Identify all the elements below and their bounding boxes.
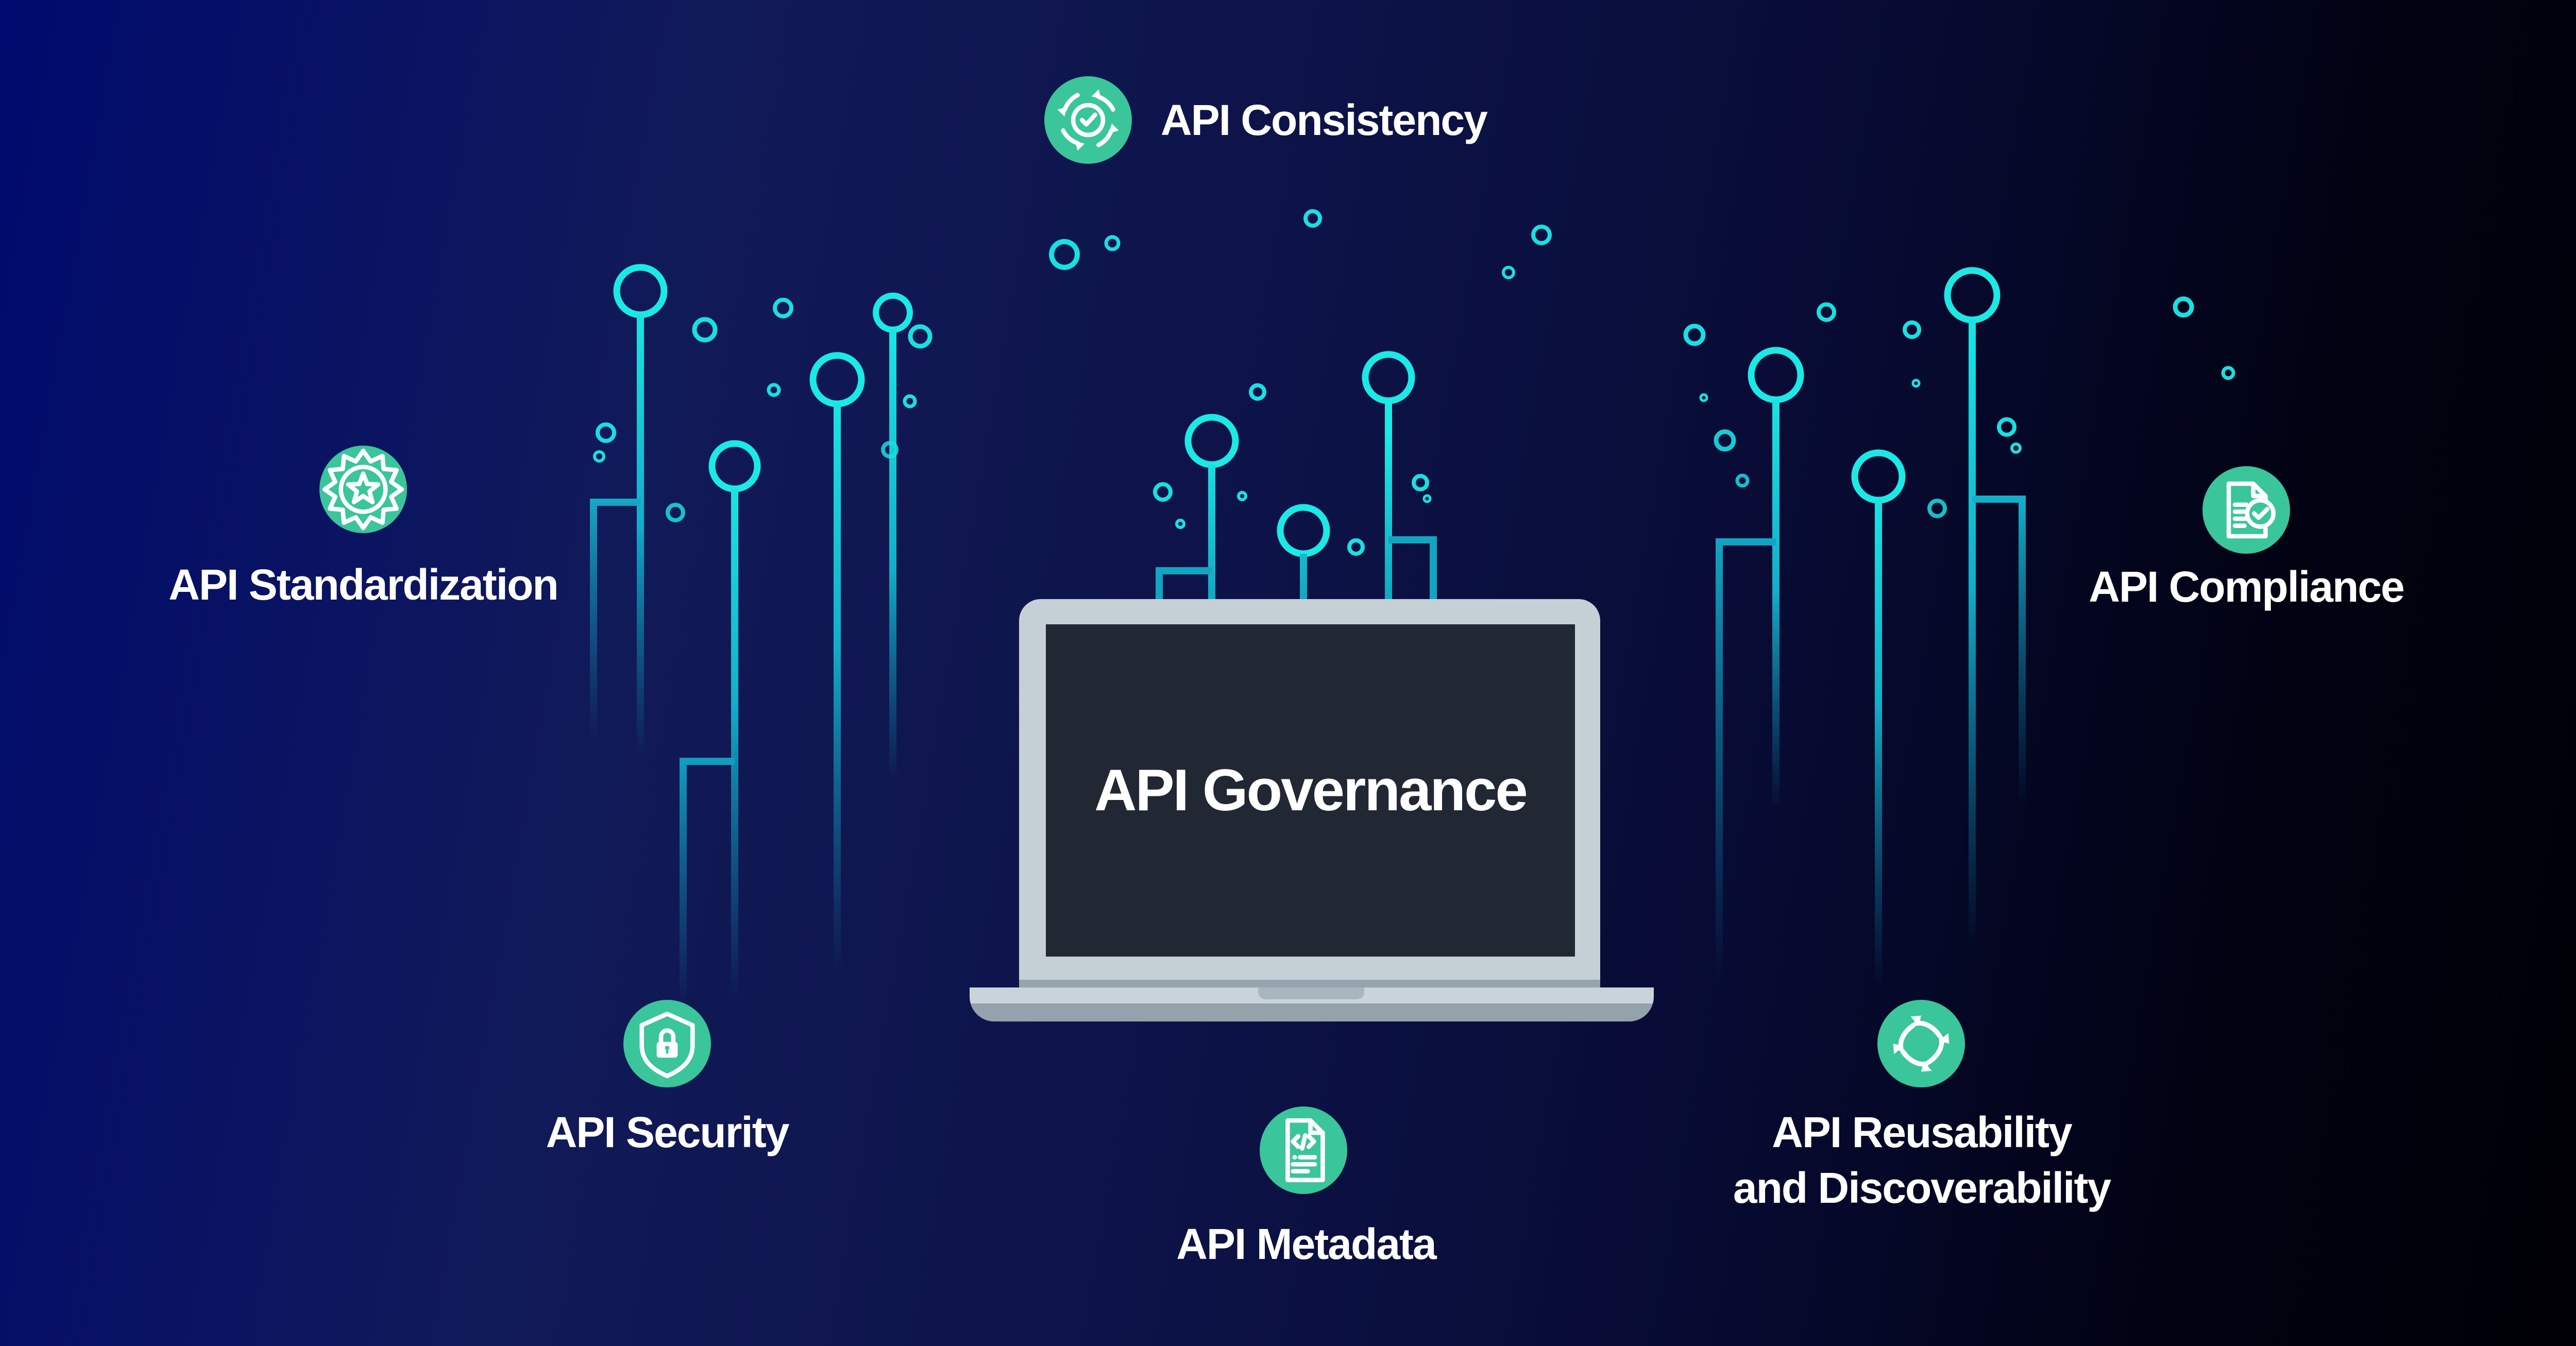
laptop-hinge — [1019, 980, 1600, 987]
node-reusability-label-line1: API Reusability — [1772, 1108, 2073, 1156]
laptop-screen: API Governance — [1046, 624, 1575, 957]
node-reusability-label-line2: and Discoverability — [1733, 1164, 2111, 1212]
document-check-icon — [2202, 466, 2290, 554]
laptop-notch — [1258, 987, 1364, 999]
gear-star-icon — [319, 446, 407, 533]
bubble-circles — [593, 209, 2235, 556]
node-standardization-label: API Standardization — [168, 560, 558, 609]
node-reusability-label: API Reusability and Discoverability — [1561, 1104, 2282, 1216]
sync-check-icon — [1044, 76, 1132, 164]
node-compliance-label: API Compliance — [2089, 563, 2404, 611]
document-code-icon — [1260, 1106, 1347, 1194]
shield-lock-icon — [623, 1000, 711, 1087]
node-security-label: API Security — [546, 1108, 790, 1156]
node-consistency-label: API Consistency — [1161, 96, 1488, 144]
recycle-arrows-icon — [1877, 1000, 1965, 1087]
laptop-lid: API Governance — [1019, 599, 1600, 980]
screen-title: API Governance — [1094, 758, 1528, 823]
laptop-base — [970, 987, 1654, 1021]
circuit-cluster-middle — [1156, 351, 1437, 603]
circuit-cluster-left — [590, 264, 913, 1002]
node-metadata-label: API Metadata — [1176, 1220, 1436, 1268]
circuit-cluster-right — [1716, 267, 2026, 981]
